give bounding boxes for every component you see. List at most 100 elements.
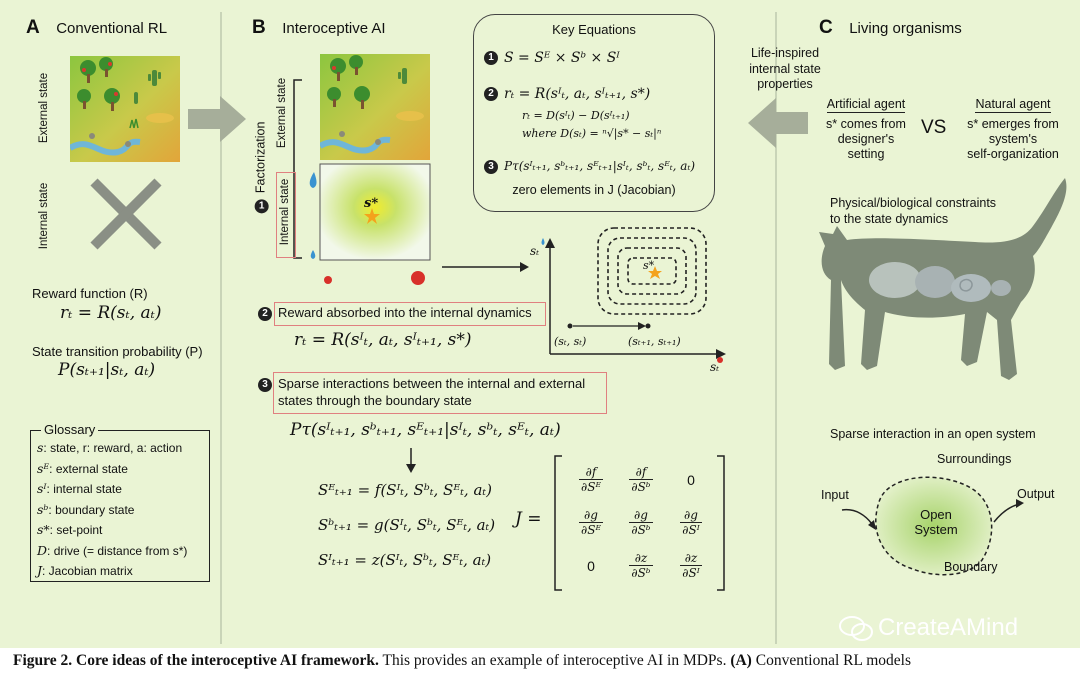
jacobian-partial: ∂f∂Sᵇ (629, 465, 652, 494)
panel-c-header: C Living organisms (819, 17, 962, 39)
panel-a-header: A Conventional RL (26, 17, 167, 39)
sand-pile-icon (146, 113, 174, 123)
chat-bubbles-icon (838, 614, 874, 642)
glossary-row: D: drive (= distance from s*) (37, 541, 187, 562)
glossary-text: : boundary state (48, 503, 134, 517)
factorization-label: 1Factorization (254, 112, 269, 222)
cat-anatomy-image (815, 170, 1080, 392)
caption-text: This provides an example of interoceptiv… (379, 652, 730, 669)
glossary-row: sᴵ: internal state (37, 479, 187, 500)
plot-point-t (568, 324, 573, 329)
partial-denominator: ∂Sᵇ (629, 523, 652, 537)
plot-point-t1 (646, 324, 651, 329)
partial-numerator: ∂f (579, 465, 603, 480)
sparse-open-system-title: Sparse interaction in an open system (830, 427, 1036, 441)
key-equation-1: 1S = Sᴱ × Sᵇ × Sᴵ (484, 49, 620, 66)
artificial-agent-body: s* comes from designer's setting (812, 117, 920, 162)
key-equation-2-drive: rₜ = D(sᴵₜ) − D(sᴵₜ₊₁) (522, 109, 630, 122)
glossary-title: Glossary (41, 422, 98, 437)
jacobian-zero: 0 (687, 472, 695, 488)
plot-point-t-label: (sₜ, sₜ) (554, 335, 586, 348)
caption-panel-a: (A) (730, 652, 752, 669)
matrix-left-bracket (553, 455, 563, 591)
arrow-to-plot-icon (440, 260, 530, 274)
reward-equation-b: rₜ = R(sᴵₜ, aₜ, sᴵₜ₊₁, s*) (294, 330, 471, 350)
boundary-label: Boundary (944, 560, 998, 574)
glossary-row: s*: set-point (37, 520, 187, 541)
artificial-agent-title: Artificial agent (827, 97, 906, 113)
panel-a-internal-state-label: Internal state (38, 166, 50, 266)
jacobian-cell: ∂f∂Sᴱ (566, 458, 616, 501)
down-arrow-icon (404, 448, 418, 474)
transition-equation-b: Pτ(sᴵₜ₊₁, sᵇₜ₊₁, sᴱₜ₊₁|sᴵₜ, sᵇₜ, sᴱₜ, aₜ… (290, 420, 561, 440)
glossary-symbol: s* (37, 522, 50, 537)
glossary-text: : set-point (50, 523, 103, 537)
vs-label: VS (921, 117, 946, 139)
reward-equation-a: rₜ = R(sₜ, aₜ) (60, 303, 162, 323)
external-environment-image (70, 56, 180, 162)
jacobian-zero: 0 (587, 558, 595, 574)
artificial-agent-block: Artificial agent s* comes from designer'… (812, 95, 920, 162)
glossary-text: : external state (49, 462, 128, 476)
key-equation-3-note: zero elements in J (Jacobian) (474, 183, 714, 197)
glossary-text: : drive (= distance from s*) (47, 544, 187, 558)
plot-y-label: sₜ (530, 244, 539, 258)
partial-numerator: ∂f (629, 465, 652, 480)
watermark: CreateAMind (838, 612, 1018, 644)
glossary-text: : state, r: reward, a: action (43, 441, 182, 455)
panel-b-external-state-label: External state (276, 68, 288, 158)
g-equation: Sᵇₜ₊₁ = g(Sᴵₜ, Sᵇₜ, Sᴱₜ, aₜ) (318, 516, 495, 534)
glossary-row: sᵇ: boundary state (37, 500, 187, 521)
plot-y-drop-icon (542, 238, 545, 245)
panel-a-internal-label-box: Internal state (34, 170, 54, 270)
external-environment-image-b (320, 54, 430, 160)
glossary-row: sᴱ: external state (37, 459, 187, 480)
z-equation: Sᴵₜ₊₁ = z(Sᴵₜ, Sᵇₜ, Sᴱₜ, aₜ) (318, 551, 491, 569)
key-equation-2-where: where D(sₜ) = ⁿ√|s* − sₜ|ⁿ (522, 127, 661, 140)
glossary-symbol: sᴱ (37, 461, 49, 476)
panel-a-title: Conventional RL (56, 20, 167, 37)
glossary-row: s: state, r: reward, a: action (37, 438, 187, 459)
apple-icon (411, 271, 425, 285)
internal-state-space-plot (530, 226, 730, 374)
panel-c-title: Living organisms (849, 20, 962, 37)
input-arrow (842, 510, 872, 524)
jacobian-cell: ∂g∂Sᴱ (566, 501, 616, 544)
jacobian-cell: 0 (666, 458, 716, 501)
panel-b-external-label-box: External state (272, 72, 292, 162)
jacobian-partial: ∂g∂Sᴱ (579, 508, 603, 537)
plot-x-label: sₜ (710, 360, 719, 374)
partial-numerator: ∂g (629, 508, 652, 523)
partial-denominator: ∂Sᵇ (629, 480, 652, 494)
transition-probability-label: State transition probability (P) (32, 344, 203, 359)
panel-b-letter: B (252, 17, 266, 38)
jacobian-cell: ∂z∂Sᵇ (616, 544, 666, 587)
jacobian-partial: ∂z∂Sᴵ (680, 551, 701, 580)
partial-denominator: ∂Sᴱ (579, 523, 603, 537)
jacobian-cell: ∂g∂Sᵇ (616, 501, 666, 544)
internal-state-image (306, 162, 432, 288)
glossary-row: J: Jacobian matrix (37, 561, 187, 582)
open-system-label: Open System (906, 507, 966, 537)
plot-setpoint-label: s* (643, 259, 654, 272)
jacobian-partial: ∂g∂Sᵇ (629, 508, 652, 537)
glossary-text: : internal state (47, 482, 122, 496)
arrow-c-to-b-icon (746, 98, 810, 148)
natural-agent-block: Natural agent s* emerges from system's s… (957, 95, 1069, 162)
key-equations-box: Key Equations 1S = Sᴱ × Sᵇ × Sᴵ 2rₜ = R(… (473, 14, 715, 212)
jacobian-partial: ∂z∂Sᵇ (629, 551, 652, 580)
sparse-interaction-label-2: states through the boundary state (278, 393, 472, 408)
jacobian-cell: 0 (566, 544, 616, 587)
panel-a-external-state-label: External state (38, 58, 50, 158)
panel-b-internal-label-box: Internal state (270, 172, 300, 256)
caption-text-2: Conventional RL models (752, 652, 911, 669)
plot-point-t1-label: (sₜ₊₁, sₜ₊₁) (628, 335, 681, 348)
jacobian-cell: ∂z∂Sᴵ (666, 544, 716, 587)
stomach-icon (915, 266, 955, 298)
jacobian-cell: ∂f∂Sᵇ (616, 458, 666, 501)
